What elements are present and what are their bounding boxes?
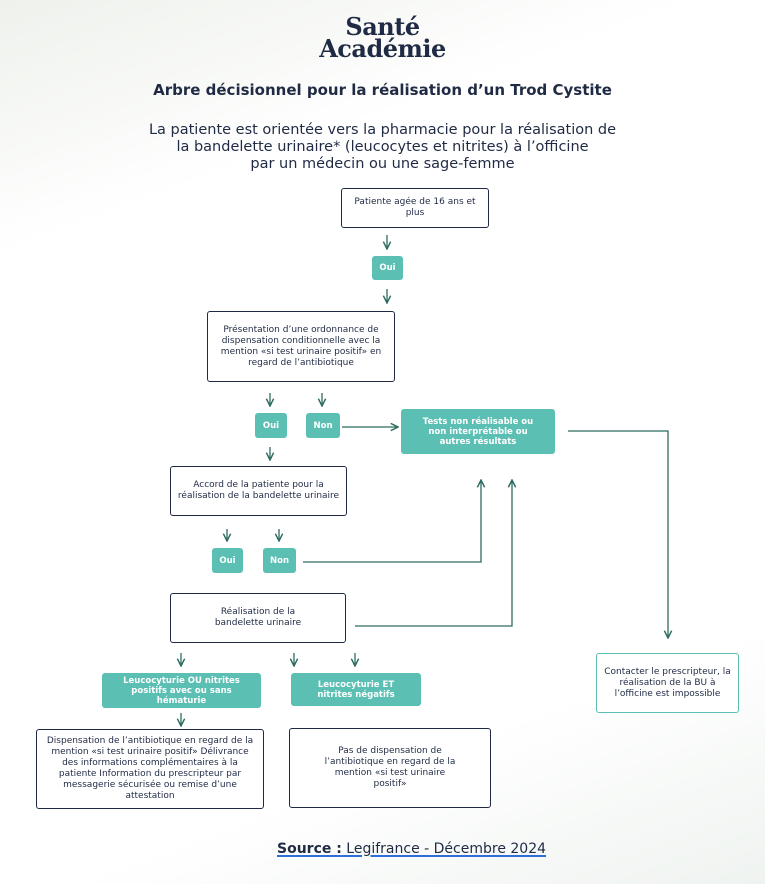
subtitle-line-1: La patiente est orientée vers la pharmac… xyxy=(148,122,617,138)
logo: Santé Académie xyxy=(0,12,765,63)
node-oui-1: Oui xyxy=(372,256,403,280)
node-pas-dispensation: Pas de dispensation de l’antibiotique en… xyxy=(289,728,491,808)
node-non-2: Non xyxy=(263,548,296,573)
node-tests-non-realisable: Tests non réalisable ou non interprétabl… xyxy=(401,409,555,454)
logo-line-2: Académie xyxy=(319,34,446,63)
subtitle: La patiente est orientée vers la pharmac… xyxy=(60,122,705,173)
subtitle-line-3: par un médecin ou une sage-femme xyxy=(250,156,515,172)
subtitle-line-2: la bandelette urinaire* (leucocytes et n… xyxy=(176,139,589,155)
node-age: Patiente agée de 16 ans et plus xyxy=(341,188,489,228)
source-line: Source : Legifrance - Décembre 2024 xyxy=(277,841,546,857)
arrow-non-to-tests-2 xyxy=(303,480,481,563)
page-title: Arbre décisionnel pour la réalisation d’… xyxy=(153,81,612,99)
source-label: Source : xyxy=(277,841,342,857)
arrow-tests-to-contacter xyxy=(568,430,668,638)
node-ordonnance: Présentation d’une ordonnance de dispens… xyxy=(207,311,395,382)
node-oui-2: Oui xyxy=(255,413,287,438)
node-realisation: Réalisation de la bandelette urinaire xyxy=(170,593,346,643)
node-dispensation: Dispensation de l’antibiotique en regard… xyxy=(36,729,264,809)
node-non-1: Non xyxy=(306,413,340,438)
node-accord: Accord de la patiente pour la réalisatio… xyxy=(170,466,347,516)
source-text: Legifrance - Décembre 2024 xyxy=(341,841,547,857)
logo-line-1: Santé xyxy=(345,12,420,41)
node-oui-3: Oui xyxy=(212,548,243,573)
node-negatifs: Leucocyturie ET nitrites négatifs xyxy=(291,673,421,706)
node-positifs: Leucocyturie OU nitrites positifs avec o… xyxy=(102,673,261,708)
node-contacter: Contacter le prescripteur, la réalisatio… xyxy=(596,653,739,713)
arrow-realisation-to-tests xyxy=(355,480,512,627)
